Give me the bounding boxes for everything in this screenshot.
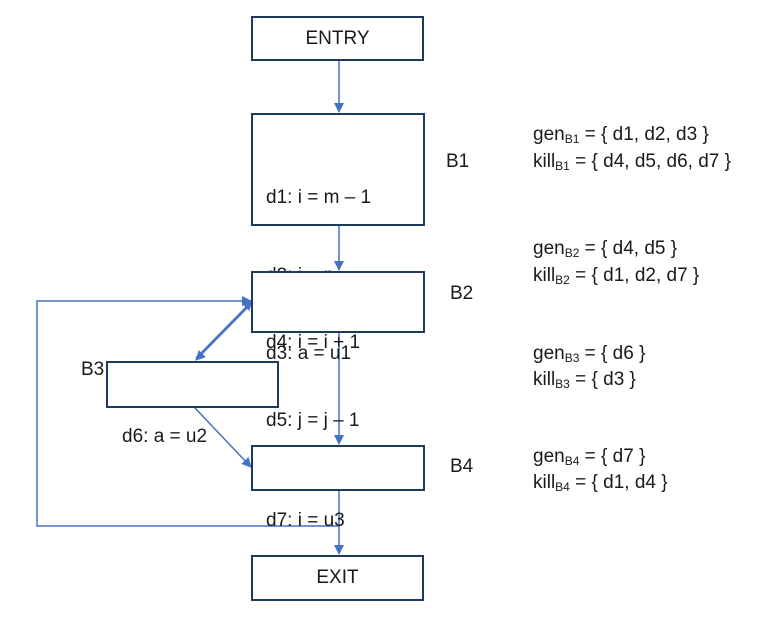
gen-b1: genB1 = { d1, d2, d3 } — [533, 124, 709, 146]
block-b4: d7: i = u3 — [251, 445, 425, 531]
b1-line-3: d3: a = u1 — [266, 343, 352, 364]
b2-label: B2 — [450, 283, 474, 304]
edge-b3-b4 — [193, 406, 252, 468]
b1-label: B1 — [446, 151, 470, 172]
edge-b4-loop-back-to-b2 — [36, 296, 339, 527]
block-b2: d4: i = i + 1 d5: j = j – 1 — [251, 271, 425, 431]
edge-b3-b2 — [195, 300, 253, 359]
edge-b2-b3 — [195, 301, 254, 361]
block-b3: d6: a = u2 — [106, 361, 279, 447]
gen-b3: genB3 = { d6 } — [533, 343, 646, 365]
gen-b2: genB2 = { d4, d5 } — [533, 238, 678, 260]
kill-b1: killB1 = { d4, d5, d6, d7 } — [533, 151, 731, 173]
kill-b3: killB3 = { d3 } — [533, 369, 636, 391]
entry-node: ENTRY — [251, 16, 424, 61]
exit-node: EXIT — [251, 555, 424, 601]
kill-b2: killB2 = { d1, d2, d7 } — [533, 265, 700, 287]
b4-label: B4 — [450, 456, 474, 477]
block-b1: d1: i = m – 1 d2: j = n d3: a = u1 — [251, 113, 425, 364]
gen-b4: genB4 = { d7 } — [533, 446, 646, 468]
b3-label: B3 — [81, 359, 105, 380]
b1-line-1: d1: i = m – 1 — [266, 187, 372, 208]
entry-label: ENTRY — [305, 27, 370, 49]
b4-line-1: d7: i = u3 — [266, 510, 345, 531]
exit-label: EXIT — [316, 567, 359, 588]
kill-b4: killB4 = { d1, d4 } — [533, 472, 668, 494]
b3-line-1: d6: a = u2 — [122, 426, 208, 447]
b2-line-2: d5: j = j – 1 — [266, 410, 360, 431]
b2-line-1: d4: i = i + 1 — [266, 332, 361, 353]
